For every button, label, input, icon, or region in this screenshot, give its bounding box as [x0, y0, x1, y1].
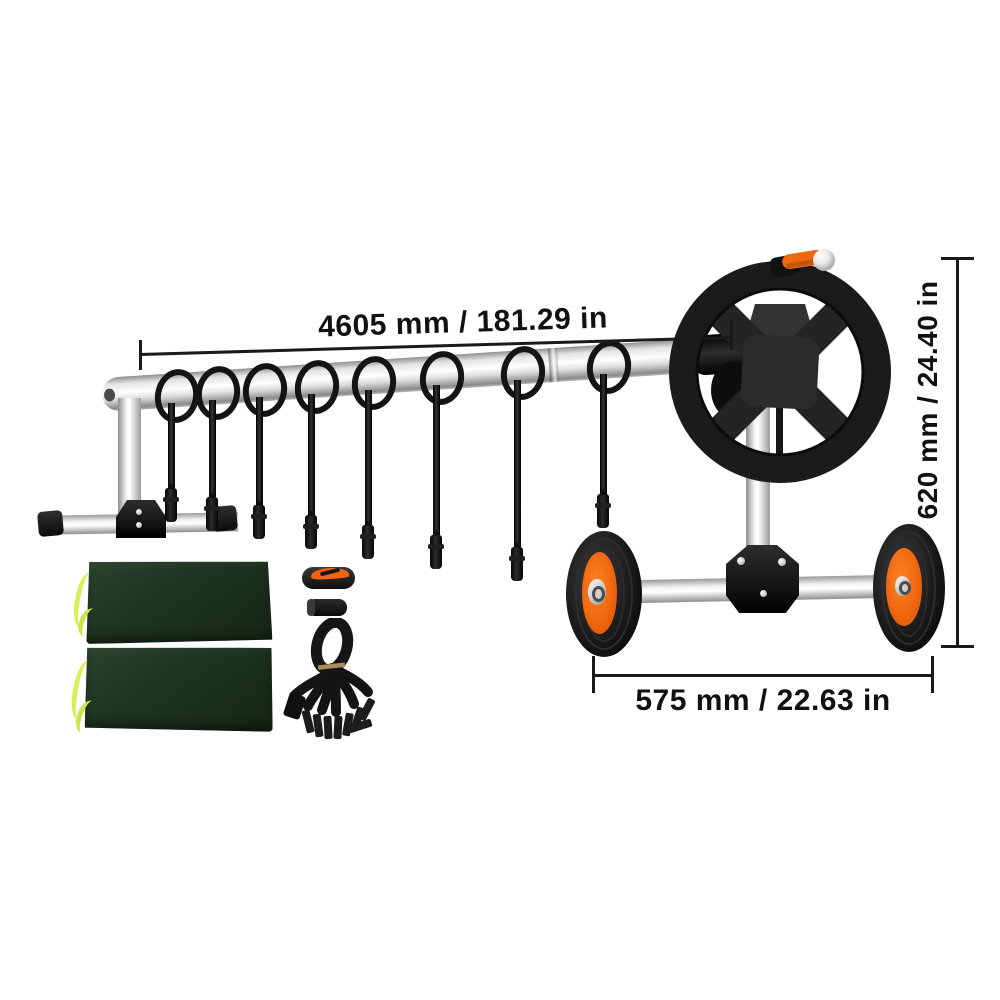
strap-clip	[251, 505, 267, 539]
height-dim-tick-bottom	[941, 645, 974, 648]
cart-bolt	[778, 558, 786, 566]
stand-center-bracket	[116, 500, 166, 538]
strap-clip	[204, 497, 220, 531]
stand-endcap-left	[36, 509, 65, 538]
strap-band	[168, 403, 175, 488]
orange-grip-handle	[302, 567, 355, 589]
strap-clip	[595, 494, 611, 528]
cart-bolt	[760, 590, 767, 597]
strap-band	[433, 385, 440, 535]
wheel-bottom-rib	[776, 406, 783, 468]
height-dim-tick-top	[941, 257, 974, 260]
length-dim-tick-right	[730, 320, 733, 350]
strap-clip	[428, 535, 444, 569]
strap-band	[308, 394, 315, 515]
width-dim-label: 575 mm / 22.63 in	[635, 684, 891, 717]
strap-band	[514, 380, 521, 547]
length-dim-tick-left	[139, 340, 142, 370]
height-dim-line	[956, 258, 959, 647]
black-grip-sleeve	[307, 599, 347, 616]
strap-band	[209, 400, 216, 497]
strap-band	[256, 397, 263, 505]
strap-clip	[163, 488, 179, 522]
bundle-tie	[317, 662, 346, 670]
bundle-buckle	[283, 692, 306, 720]
stand-post	[118, 398, 141, 516]
crank-handle	[769, 249, 835, 278]
bundle-clips	[301, 698, 375, 740]
strap-clip	[303, 515, 319, 549]
length-dim-label: 4605 mm / 181.29 in	[317, 301, 609, 344]
strap-clip	[360, 525, 376, 559]
wheel-rim-inner-edge	[695, 287, 865, 457]
strap-bundle	[283, 618, 375, 740]
width-dim-tick-right	[931, 656, 934, 693]
cart-wheel-right-axle-dot	[899, 581, 911, 595]
tube-joint-seam	[547, 347, 560, 383]
strap-band	[365, 390, 372, 525]
hand-wheel	[669, 249, 891, 483]
width-dim-line	[592, 674, 933, 677]
crank-knob	[813, 249, 835, 271]
strap-clip	[509, 547, 525, 581]
cart-bolt	[737, 557, 745, 565]
wheel-hub-plate	[740, 334, 820, 410]
strap-band	[600, 374, 607, 494]
stand-bolt	[136, 522, 142, 528]
storage-bag-2	[85, 646, 274, 732]
storage-bag-1	[86, 560, 273, 644]
cart-wheel-left-axle-dot	[592, 586, 605, 602]
height-dim-label: 620 mm / 24.40 in	[912, 280, 943, 520]
stand-bolt	[136, 509, 142, 515]
cart-post	[746, 398, 770, 568]
width-dim-tick-left	[592, 656, 595, 693]
cart-center-bracket	[726, 545, 799, 613]
